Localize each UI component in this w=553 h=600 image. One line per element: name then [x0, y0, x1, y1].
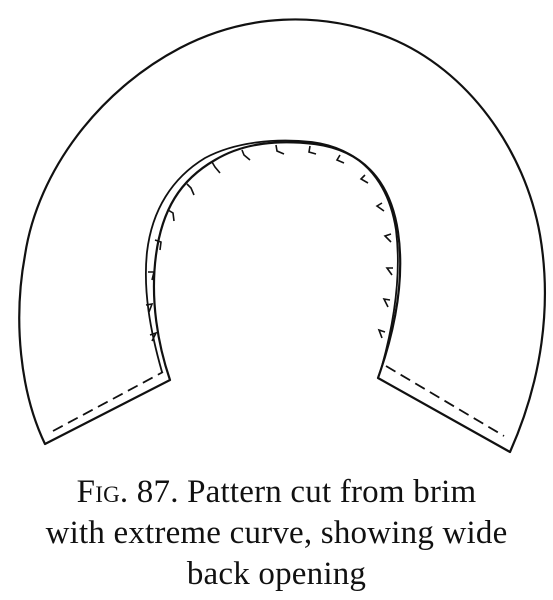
- notch: [167, 209, 175, 222]
- notch: [241, 149, 251, 161]
- notch: [154, 239, 162, 251]
- notched-inner-edge: [144, 139, 399, 373]
- caption-text-1: Pattern cut from brim: [187, 474, 477, 510]
- figure-caption: Fig. 87. Pattern cut from brim with extr…: [0, 472, 553, 595]
- notch: [186, 183, 195, 196]
- left-seam-dashed-line: [52, 371, 164, 432]
- notch: [145, 302, 154, 313]
- caption-line-2: with extreme curve, showing wide: [45, 515, 508, 551]
- notch: [377, 328, 386, 339]
- notch: [375, 202, 385, 212]
- notch: [383, 233, 392, 243]
- figure-number: Fig. 87.: [76, 474, 179, 510]
- notch: [148, 271, 156, 281]
- edge-notches: [145, 144, 393, 342]
- notch: [385, 267, 393, 276]
- notch: [359, 174, 369, 184]
- brim-pattern-outline: [18, 18, 546, 454]
- notch: [382, 297, 391, 308]
- notch: [211, 161, 221, 174]
- notch: [308, 145, 317, 155]
- notch: [149, 331, 158, 342]
- caption-line-3: back opening: [186, 556, 367, 592]
- caption-line-1: Fig. 87. Pattern cut from brim: [0, 472, 553, 513]
- notch: [335, 154, 345, 164]
- brim-pattern-figure: [18, 18, 546, 454]
- right-seam-dashed-line: [385, 365, 505, 437]
- notch: [275, 144, 285, 155]
